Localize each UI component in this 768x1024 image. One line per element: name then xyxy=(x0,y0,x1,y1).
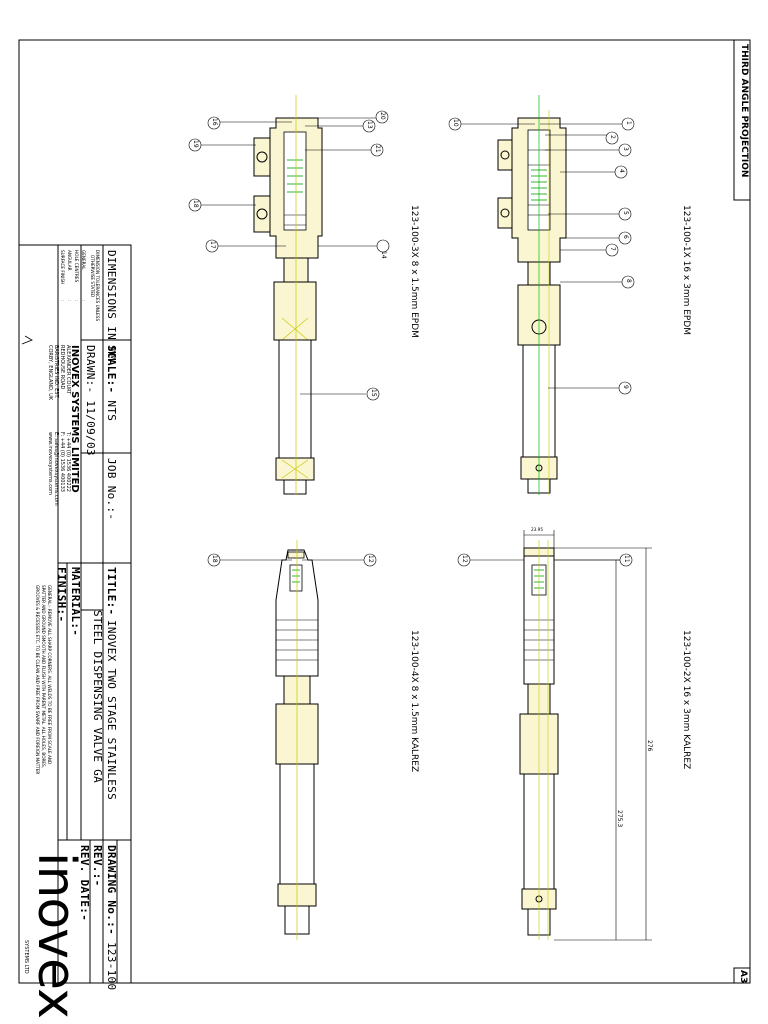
sheet-size-box xyxy=(733,967,751,984)
balloon-number: 4 xyxy=(618,169,625,173)
drawn-label: DRAWN:- 11/09/03 xyxy=(84,345,97,456)
angular-value: : xyxy=(67,300,72,302)
balloon-number: 11 xyxy=(623,555,630,563)
scale-label: SCALE:- NTS xyxy=(105,345,118,422)
general-note-3: GROOVES & RECESSES ETC. TO BE CLEAN AND … xyxy=(35,585,40,775)
fax: F: +44 (0) 1536 400133 xyxy=(59,432,65,492)
view-2-label: 123-100-2X 16 x 3mm KALREZ xyxy=(681,630,691,770)
balloon-number: 18 xyxy=(211,555,218,563)
angular-label: ANGULAR xyxy=(67,250,72,271)
title-label: TITLE:- xyxy=(105,567,118,616)
general-note-2: SPATTER AND GROUND SMOOTH AND FLUSH WITH… xyxy=(41,585,46,769)
balloon-number: 12 xyxy=(367,555,374,563)
drawing-number-value: 123-100 xyxy=(105,941,118,991)
revision-label: REV.:- xyxy=(91,845,104,887)
balloon-number: 18 xyxy=(192,200,199,208)
view-1-assembly xyxy=(497,95,567,495)
view-1-label: 123-100-1X 16 x 3mm EPDM xyxy=(681,205,691,336)
title-line-2: STEEL DISPENSING VALVE GA xyxy=(91,610,104,784)
address-line-1: ALEXANDER COURT xyxy=(65,345,71,395)
balloon-number: 20 xyxy=(379,112,386,120)
view-2-balloons xyxy=(457,553,633,567)
logo-subtitle: SYSTEMS LTD xyxy=(23,940,29,974)
balloon-number: 8 xyxy=(625,279,632,283)
sheet-border xyxy=(18,39,751,984)
balloon-number: 16 xyxy=(211,118,218,126)
balloon-number: 14 xyxy=(380,251,387,259)
view-4-balloons xyxy=(207,553,377,567)
tolerance-note-2: OTHERWISE STATED xyxy=(90,255,95,298)
balloon-number: 12 xyxy=(461,555,468,563)
scale-value: NTS xyxy=(105,400,118,422)
address-line-3: BARISTRIES IND. EST. xyxy=(53,345,59,399)
balloon-number: 5 xyxy=(622,211,629,215)
balloon-number: 3 xyxy=(622,147,629,151)
balloon-number: 19 xyxy=(192,140,199,148)
dimension-overall: 276 xyxy=(646,740,653,752)
telephone: T: +44 (0) 1536 400222 xyxy=(65,432,71,492)
email: E: sales@inovexsystems.com xyxy=(53,432,59,506)
drawing-number-key: DRAWING No.:- xyxy=(105,845,118,935)
surface-finish-label: SURFACE FINISH xyxy=(60,250,65,285)
view-3-assembly xyxy=(253,95,323,495)
balloon-number: 15 xyxy=(370,389,377,397)
hole-centres-value: : xyxy=(74,300,79,302)
balloon-number: 1 xyxy=(625,121,632,125)
balloon-number: 17 xyxy=(209,241,216,249)
drawn-value: 11/09/03 xyxy=(84,400,97,456)
view-1-leaders xyxy=(455,123,623,389)
general-label: GENERAL xyxy=(81,250,86,270)
balloon-number: 2 xyxy=(609,135,616,139)
website: www.inovexsystems.com xyxy=(47,432,53,495)
view-1-balloons xyxy=(448,117,635,395)
balloon-number: 13 xyxy=(366,121,373,129)
projection-label: THIRD ANGLE PROJECTION xyxy=(739,44,749,178)
material-label: MATERIAL:- xyxy=(69,567,82,637)
view-2-assembly xyxy=(519,540,559,940)
view-4-assembly xyxy=(275,540,319,940)
general-value: : xyxy=(81,300,86,302)
inovex-logo: inovex xyxy=(26,852,86,1018)
balloon-number: 6 xyxy=(622,235,629,239)
view-3-balloons xyxy=(188,110,390,401)
view-4-label: 123-100-4X 8 x 1.5mm KALREZ xyxy=(409,630,419,773)
address-line-2: REDHOUSE ROAD xyxy=(59,345,65,390)
drawing-number-label: DRAWING No.:- 123-100 xyxy=(105,845,118,991)
general-note-1: GENERAL:- REMOVE ALL SHARP CORNERS. ALL … xyxy=(47,585,52,765)
tolerance-note-1: DIMENSION TOLERANCES UNLESS xyxy=(95,250,100,322)
drawn-key: DRAWN:- xyxy=(84,345,97,394)
hole-centres-label: HOLE CENTRES xyxy=(74,250,79,283)
balloon-number: 10 xyxy=(452,119,459,127)
scale-key: SCALE:- xyxy=(105,345,118,394)
dimension-partial: 275.3 xyxy=(616,810,623,828)
view-2-dimensions xyxy=(470,530,652,941)
address-line-4: CORBY, ENGLAND, UK xyxy=(47,345,53,401)
dimension-width: 23.95 xyxy=(531,527,543,532)
surface-finish-symbol xyxy=(21,335,33,345)
title-line-1: INOVEX TWO STAGE STAINLESS xyxy=(105,620,118,800)
view-3-leaders xyxy=(200,117,378,395)
balloon-number: 9 xyxy=(622,385,629,389)
balloon-number: 21 xyxy=(374,145,381,153)
finish-label: FINISH:- xyxy=(55,567,68,623)
surface-finish-value: : xyxy=(60,300,65,302)
projection-box xyxy=(733,39,751,201)
job-number-label: JOB No.:- xyxy=(105,458,118,521)
sheet-size-label: A3 xyxy=(738,970,748,984)
balloon-number: 7 xyxy=(609,247,616,251)
title-block xyxy=(18,244,132,984)
view-3-label: 123-100-3X 8 x 1.5mm EPDM xyxy=(409,205,419,338)
